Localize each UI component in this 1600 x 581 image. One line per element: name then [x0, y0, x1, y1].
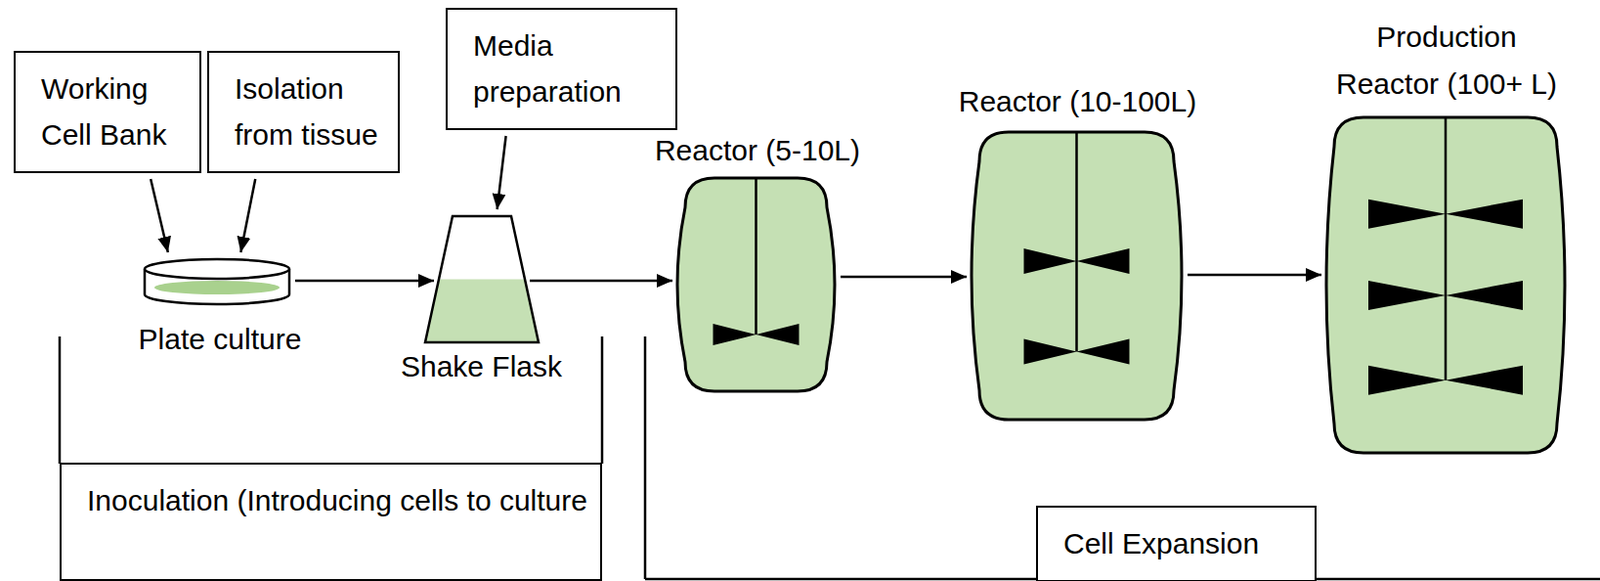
- process-box: Working Cell Bank: [13, 50, 202, 173]
- impeller-blade: [1368, 365, 1523, 395]
- figure-label: Production Reactor (100+ L): [1327, 13, 1566, 108]
- figure-label: Reactor (10-100L): [938, 78, 1217, 126]
- reactor-figure: Production Reactor (100+ L): [1309, 13, 1584, 459]
- impeller-shaft: [1075, 131, 1079, 351]
- bracket-line: [644, 336, 648, 579]
- bracket-line: [601, 336, 605, 464]
- reactor-vessel: [677, 177, 835, 391]
- process-box: Media preparation: [445, 7, 678, 130]
- process-box: Isolation from tissue: [207, 50, 400, 173]
- reactor-shape: [675, 175, 837, 393]
- dish-rim: [144, 259, 290, 279]
- reactor-figure: Reactor (10-100L): [938, 78, 1217, 426]
- flow-arrow: [150, 178, 169, 253]
- box-text: Working Cell Bank: [41, 65, 190, 158]
- flask-medium: [425, 279, 539, 344]
- figure-label: Reactor (5-10L): [635, 127, 880, 174]
- flow-arrow: [529, 279, 673, 283]
- plate-figure: Plate culture: [117, 249, 323, 362]
- flow-arrow: [1187, 273, 1322, 277]
- flow-arrow: [497, 135, 507, 210]
- impeller-blade: [1368, 280, 1523, 310]
- reactor-vessel: [971, 131, 1182, 420]
- flow-arrow: [840, 275, 967, 279]
- impeller-shaft: [754, 177, 758, 335]
- process-box: Cell Expansion: [1036, 505, 1317, 581]
- flow-arrow: [295, 279, 434, 283]
- box-text: Media preparation: [473, 22, 666, 115]
- impeller-shaft: [1444, 117, 1448, 381]
- impeller-blade: [1368, 199, 1523, 229]
- flask-body: [425, 216, 539, 343]
- plate-shape: [142, 257, 292, 306]
- reactor-vessel: [1326, 117, 1565, 453]
- flask-outline: [425, 216, 539, 343]
- flow-arrow: [240, 178, 256, 253]
- flask-shape: [423, 214, 541, 345]
- bracket-line: [58, 336, 62, 464]
- impeller-blade: [1024, 248, 1130, 274]
- box-text: Isolation from tissue: [234, 65, 389, 158]
- box-text: Cell Expansion: [1063, 519, 1305, 566]
- reactor-figure: Reactor (5-10L): [635, 127, 880, 396]
- reactor-shape: [1324, 115, 1567, 455]
- figure-label: Plate culture: [117, 315, 323, 363]
- flask-figure: Shake Flask: [395, 210, 567, 396]
- figure-label: Shake Flask: [395, 343, 567, 390]
- impeller-blade: [713, 323, 800, 346]
- inoculation-bracket: [59, 336, 603, 464]
- reactor-shape: [969, 129, 1184, 422]
- box-text: Inoculation (Introducing cells to cultur…: [86, 476, 591, 523]
- dish-medium: [154, 280, 280, 295]
- impeller-blade: [1024, 338, 1130, 364]
- process-box: Inoculation (Introducing cells to cultur…: [59, 462, 603, 581]
